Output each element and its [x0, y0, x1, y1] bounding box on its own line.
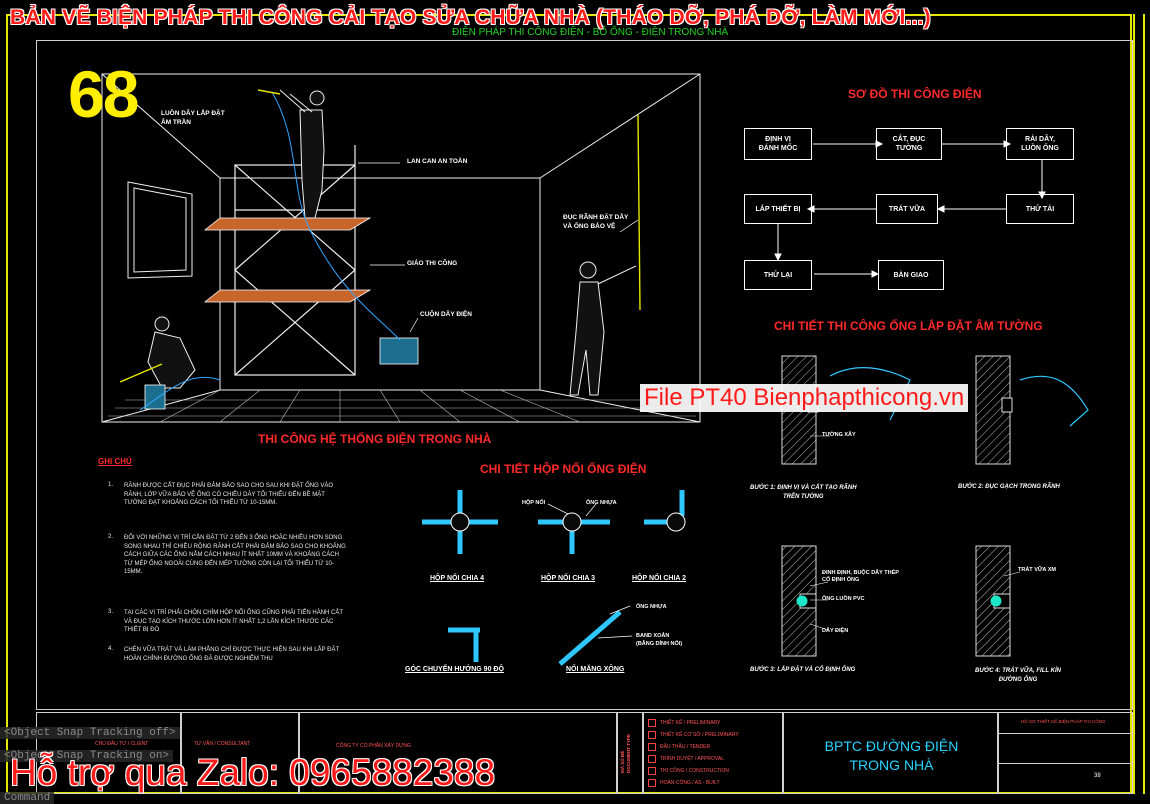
flow-step-7: THỬ LẠI — [744, 260, 812, 290]
phase-label: HOÀN CÔNG / AS - BUILT — [660, 780, 720, 786]
banner-title: BẢN VẼ BIỆN PHÁP THI CÔNG CẢI TẠO SỬA CH… — [10, 6, 931, 29]
note-3-text: TẠI CÁC VỊ TRÍ PHẢI CHÔN CHÌM HỘP NỐI ỐN… — [124, 610, 343, 634]
note-2-number: 2. — [108, 534, 114, 540]
sheet-title: BPTC ĐƯỜNG ĐIỆN TRONG NHÀ — [824, 738, 959, 773]
notes-heading: GHI CHÚ — [98, 457, 132, 466]
wall-step-2: BƯỚC 2: ĐỤC GẠCH TRONG RÃNH — [958, 484, 1060, 490]
phase-checkbox — [648, 779, 656, 787]
phase-row-6: HOÀN CÔNG / AS - BUILT — [648, 777, 739, 789]
flow-step-2: CẮT, ĐỤC TƯỜNG — [876, 128, 942, 160]
title-block-meta-cell: HỒ SƠ THIẾT KẾ BIỆN PHÁP THI CÔNG 38 — [998, 712, 1133, 794]
junction-90deg-caption: GÓC CHUYỂN HƯỚNG 90 ĐỘ — [405, 666, 504, 673]
callout-railing: LAN CAN AN TOÀN — [407, 158, 468, 165]
company-caption: CÔNG TY CỔ PHẦN XÂY DỰNG — [336, 743, 411, 749]
label-brick-wall: TƯỜNG XÂY — [822, 432, 856, 438]
phase-label: TRÌNH DUYỆT / APPROVAL — [660, 756, 724, 762]
title-block-company-cell: CÔNG TY CỔ PHẦN XÂY DỰNG — [299, 712, 617, 794]
callout-scaffold: GIÁO THI CÔNG — [407, 260, 458, 267]
file-watermark: File PT40 Bienphapthicong.vn — [640, 384, 969, 412]
wall-detail-drawing — [781, 355, 1089, 657]
zalo-support-banner: Hỗ trợ qua Zalo: 0965882388 — [10, 752, 496, 793]
label-plaster: TRÁT VỮA XM — [1018, 567, 1056, 573]
phase-row-3: ĐẤU THẦU / TENDER — [648, 741, 739, 753]
callout-wall-groove: ĐỤC RÃNH ĐẶT DÂY VÀ ỐNG BẢO VỆ — [563, 214, 629, 230]
wall-step-4: BƯỚC 4: TRÁT VỮA, FILL KÍN ĐƯỜNG ỐNG — [975, 668, 1061, 683]
phase-label: THIẾT KẾ / PRELIMINARY — [660, 720, 721, 726]
flow-step-5: TRÁT VỮA — [876, 194, 938, 224]
note-3-number: 3. — [108, 609, 114, 615]
flow-chart-title: SƠ ĐỒ THI CÔNG ĐIỆN — [848, 87, 982, 101]
wall-step-3: BƯỚC 3: LẮP ĐẶT VÀ CỐ ĐỊNH ỐNG — [750, 667, 856, 673]
command-history-line-2: <Object Snap Tracking on> — [0, 750, 174, 762]
note-4-number: 4. — [108, 646, 114, 652]
phase-checkbox — [648, 755, 656, 763]
title-block-phases: THIẾT KẾ / PRELIMINARY THIẾT KẾ CƠ SỞ / … — [643, 712, 783, 794]
title-block-sheet-title-cell: BPTC ĐƯỜNG ĐIỆN TRONG NHÀ — [783, 712, 998, 794]
sheet-number: 38 — [1094, 773, 1101, 779]
title-block-doc-type: MÃ SỐ ĐỀ DOCUMENT TYPE — [617, 712, 643, 794]
phase-checkbox — [648, 767, 656, 775]
junction-4way-caption: HỘP NỐI CHIA 4 — [430, 575, 485, 582]
label-wire: DÂY ĐIỆN — [822, 628, 849, 634]
room-section-title: THI CÔNG HỆ THỐNG ĐIỆN TRONG NHÀ — [258, 432, 492, 446]
phase-checkbox — [648, 731, 656, 739]
label-sleeve: BAND XOẮN (BĂNG DÍNH NỐI) — [636, 633, 683, 647]
label-plastic-pipe: ỐNG NHỰA — [586, 500, 617, 506]
phase-checkbox — [648, 743, 656, 751]
label-pvc-pipe: ỐNG LUỒN PVC — [822, 596, 865, 602]
command-prompt[interactable]: Command — [0, 792, 55, 804]
phase-label: ĐẤU THẦU / TENDER — [660, 744, 711, 750]
note-4-text: CHÈN VỮA TRÁT VÀ LÀM PHẲNG CHỈ ĐƯỢC THỰC… — [124, 647, 340, 662]
sheet-side-strip — [1133, 14, 1145, 794]
phase-row-1: THIẾT KẾ / PRELIMINARY — [648, 717, 739, 729]
doc-type-label: MÃ SỐ ĐỀ DOCUMENT TYPE — [620, 733, 631, 773]
note-1-text: RÃNH ĐƯỢC CẮT ĐỤC PHẢI ĐẢM BẢO SAO CHO S… — [124, 483, 334, 507]
meta-caption: HỒ SƠ THIẾT KẾ BIỆN PHÁP THI CÔNG — [1021, 719, 1106, 724]
wall-detail-title: CHI TIẾT THI CÔNG ỐNG LẮP ĐẶT ÂM TƯỜNG — [774, 319, 1043, 333]
flow-step-6: LẮP THIẾT BỊ — [744, 194, 812, 224]
phase-label: THI CÔNG / CONSTRUCTION — [660, 768, 729, 774]
junction-detail-title: CHI TIẾT HỘP NỐI ỐNG ĐIỆN — [480, 462, 647, 476]
label-plastic-pipe-2: ỐNG NHỰA — [636, 604, 667, 610]
phase-row-2: THIẾT KẾ CƠ SỞ / PRELIMINARY — [648, 729, 739, 741]
flow-step-1: ĐỊNH VỊ ĐÁNH MỐC — [744, 128, 812, 160]
callout-cable-reel: CUỘN DÂY ĐIỆN — [420, 311, 472, 318]
command-history-line-1: <Object Snap Tracking off> — [0, 727, 180, 739]
callout-ceiling: LUỒN DÂY LẮP ĐẶT ÂM TRẦN — [161, 110, 225, 126]
junction-sleeve-caption: NỐI MĂNG XÔNG — [566, 666, 625, 673]
flow-step-8: BÀN GIAO — [878, 260, 944, 290]
drawing-area-border — [36, 40, 1133, 710]
wall-step-1: BƯỚC 1: ĐỊNH VỊ VÀ CẮT TẠO RÃNH TRÊN TƯỜ… — [750, 485, 857, 500]
meta-divider — [999, 763, 1132, 764]
phase-checkbox — [648, 719, 656, 727]
drawing-subtitle: ĐIỆN PHÁP THI CÔNG ĐIỆN - BỐ ỐNG - ĐIỆN … — [452, 27, 729, 38]
phase-label: THIẾT KẾ CƠ SỞ / PRELIMINARY — [660, 732, 739, 738]
client-caption: CHỦ ĐẦU TƯ / CLIENT — [95, 741, 149, 747]
junction-drawing — [422, 490, 686, 666]
junction-3way-caption: HỘP NỐI CHIA 3 — [541, 575, 596, 582]
note-1-number: 1. — [108, 482, 114, 488]
label-junction-box: HỘP NỐI — [522, 500, 546, 506]
title-block-consultant-cell: TƯ VẤN / CONSULTANT — [181, 712, 299, 794]
room-perspective-drawing — [101, 73, 701, 423]
meta-divider — [999, 733, 1132, 734]
label-pipe-clip: ĐINH ĐỊNH, BUỘC DÂY THÉP CỐ ĐỊNH ỐNG — [822, 570, 899, 583]
note-2-text: ĐỐI VỚI NHỮNG VỊ TRÍ CẦN ĐẶT TỪ 2 ĐẾN 3 … — [124, 535, 346, 576]
page-number-badge: 68 — [68, 57, 139, 131]
phase-row-4: TRÌNH DUYỆT / APPROVAL — [648, 753, 739, 765]
consultant-caption: TƯ VẤN / CONSULTANT — [194, 741, 251, 747]
flow-step-3: RẢI DÂY, LUỒN ỐNG — [1006, 128, 1074, 160]
flow-step-4: THỬ TẢI — [1006, 194, 1074, 224]
junction-2way-caption: HỘP NỐI CHIA 2 — [632, 575, 687, 582]
phase-row-5: THI CÔNG / CONSTRUCTION — [648, 765, 739, 777]
